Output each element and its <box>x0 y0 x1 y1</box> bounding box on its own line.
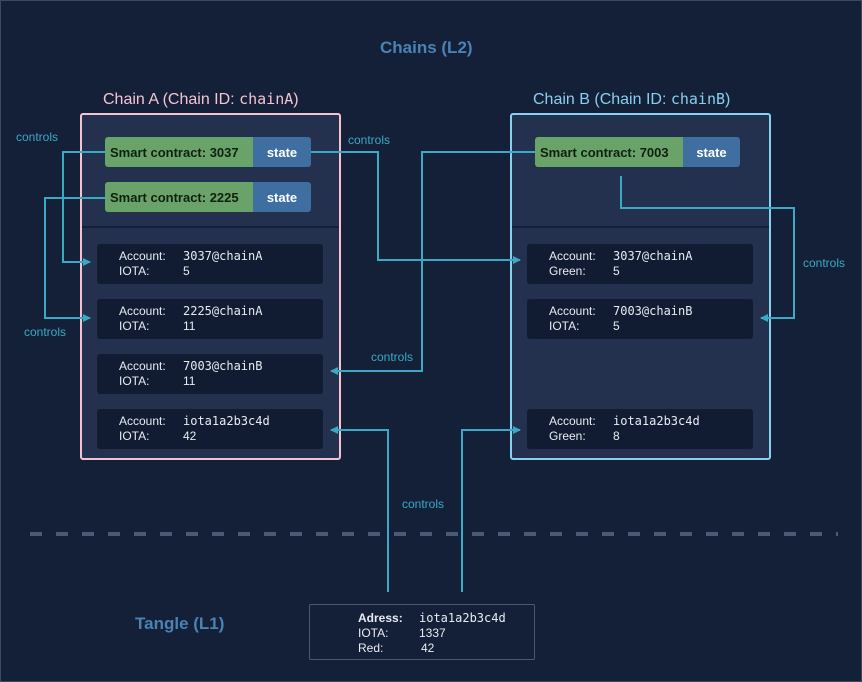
arrow-tangle-to-chaina-account <box>330 426 389 592</box>
account-key: Account: <box>549 304 596 318</box>
account-card-7003-chainb[interactable]: Account: 7003@chainB IOTA: 5 <box>527 299 753 339</box>
balance-key: IOTA: <box>549 319 580 333</box>
account-card-iota1a2b3c4d[interactable]: Account: iota1a2b3c4d IOTA: 42 <box>97 409 323 449</box>
account-key: Account: <box>549 414 596 428</box>
account-card-3037-chaina[interactable]: Account: 3037@chainA IOTA: 5 <box>97 244 323 284</box>
account-value: 3037@chainA <box>183 249 263 263</box>
account-value: 2225@chainA <box>183 304 263 318</box>
account-key: Account: <box>119 249 166 263</box>
account-value: iota1a2b3c4d <box>183 414 270 428</box>
smart-contract-3037[interactable]: Smart contract: 3037 state <box>105 137 311 167</box>
chain-a-title: Chain A (Chain ID: chainA) <box>103 90 299 109</box>
smart-contract-7003[interactable]: Smart contract: 7003 state <box>535 137 740 167</box>
account-row: Account: iota1a2b3c4d <box>119 414 270 428</box>
address-row: Adress: iota1a2b3c4d <box>358 611 506 625</box>
balance-key: Green: <box>549 264 586 278</box>
balance-value: 5 <box>613 264 620 278</box>
account-row: Account: 7003@chainB <box>119 359 262 373</box>
iota-value: 1337 <box>419 626 446 640</box>
account-value: iota1a2b3c4d <box>613 414 700 428</box>
account-value: 7003@chainB <box>613 304 693 318</box>
controls-label: controls <box>348 133 391 147</box>
balance-row: IOTA: 11 <box>119 319 195 333</box>
tangle-address-box[interactable]: Adress: iota1a2b3c4d IOTA: 1337 Red: 42 <box>309 604 535 660</box>
balance-value: 5 <box>183 264 190 278</box>
arrow-sc3037-to-account <box>62 151 105 266</box>
account-card-7003-chainb[interactable]: Account: 7003@chainB IOTA: 11 <box>97 354 323 394</box>
balance-key: IOTA: <box>119 429 150 443</box>
balance-key: IOTA: <box>119 319 150 333</box>
chain-b-title: Chain B (Chain ID: chainB) <box>533 90 730 109</box>
red-key: Red: <box>358 641 384 655</box>
balance-key: IOTA: <box>119 374 150 388</box>
chain-a-divider <box>82 226 339 228</box>
smart-contract-2225[interactable]: Smart contract: 2225 state <box>105 182 311 212</box>
arrow-tangle-to-chainb-account <box>461 426 521 592</box>
account-value: 3037@chainA <box>613 249 693 263</box>
account-row: Account: 7003@chainB <box>549 304 692 318</box>
balance-row: IOTA: 42 <box>119 429 196 443</box>
chain-a-id: chainA <box>239 90 294 108</box>
account-key: Account: <box>119 414 166 428</box>
account-value: 7003@chainB <box>183 359 263 373</box>
address-key: Adress: <box>358 611 403 625</box>
account-row: Account: 2225@chainA <box>119 304 262 318</box>
chain-b-divider <box>512 226 769 228</box>
account-key: Account: <box>119 359 166 373</box>
chain-b-title-end: ) <box>725 91 731 108</box>
account-row: Account: 3037@chainA <box>549 249 692 263</box>
balance-row: Green: 8 <box>549 429 620 443</box>
controls-label: controls <box>16 130 59 144</box>
chain-b-title-text: Chain B (Chain ID: <box>533 91 671 108</box>
balance-key: IOTA: <box>119 264 150 278</box>
balance-row: IOTA: 11 <box>119 374 195 388</box>
balance-value: 42 <box>183 429 197 443</box>
controls-label: controls <box>371 350 414 364</box>
state-button[interactable]: state <box>683 137 740 167</box>
chain-a-title-end: ) <box>293 91 299 108</box>
state-button[interactable]: state <box>253 182 311 212</box>
arrow-sc7003-to-chainb-account <box>620 176 795 322</box>
arrow-sc7003-to-chaina-account <box>330 151 535 375</box>
controls-label: controls <box>24 325 67 339</box>
iota-row: IOTA: 1337 <box>358 626 446 640</box>
chain-a-title-text: Chain A (Chain ID: <box>103 91 240 108</box>
balance-row: IOTA: 5 <box>549 319 620 333</box>
chain-a-box <box>80 113 341 460</box>
arrow-sc2225-to-account <box>44 197 105 322</box>
account-key: Account: <box>549 249 596 263</box>
balance-row: IOTA: 5 <box>119 264 190 278</box>
balance-key: Green: <box>549 429 586 443</box>
balance-value: 5 <box>613 319 620 333</box>
tangle-l1-title: Tangle (L1) <box>135 614 225 633</box>
iota-key: IOTA: <box>358 626 389 640</box>
smart-contract-label: Smart contract: 3037 <box>105 137 253 167</box>
address-value: iota1a2b3c4d <box>419 611 506 625</box>
smart-contract-label: Smart contract: 7003 <box>535 137 683 167</box>
state-button[interactable]: state <box>253 137 311 167</box>
account-key: Account: <box>119 304 166 318</box>
balance-value: 11 <box>183 319 196 333</box>
controls-label: controls <box>402 497 445 511</box>
red-value: 42 <box>421 641 435 655</box>
chain-b-id: chainB <box>670 90 726 108</box>
balance-row: Green: 5 <box>549 264 620 278</box>
account-row: Account: 3037@chainA <box>119 249 262 263</box>
controls-label: controls <box>803 256 846 270</box>
smart-contract-label: Smart contract: 2225 <box>105 182 253 212</box>
account-card-iota1a2b3c4d[interactable]: Account: iota1a2b3c4d Green: 8 <box>527 409 753 449</box>
arrow-sc3037-to-chainb-account <box>311 151 521 264</box>
balance-value: 8 <box>613 429 620 443</box>
balance-value: 11 <box>183 374 196 388</box>
chains-l2-title: Chains (L2) <box>380 38 473 57</box>
account-card-2225-chaina[interactable]: Account: 2225@chainA IOTA: 11 <box>97 299 323 339</box>
account-card-3037-chaina[interactable]: Account: 3037@chainA Green: 5 <box>527 244 753 284</box>
chain-b-box <box>510 113 771 460</box>
account-row: Account: iota1a2b3c4d <box>549 414 700 428</box>
red-row: Red: 42 <box>358 641 434 655</box>
